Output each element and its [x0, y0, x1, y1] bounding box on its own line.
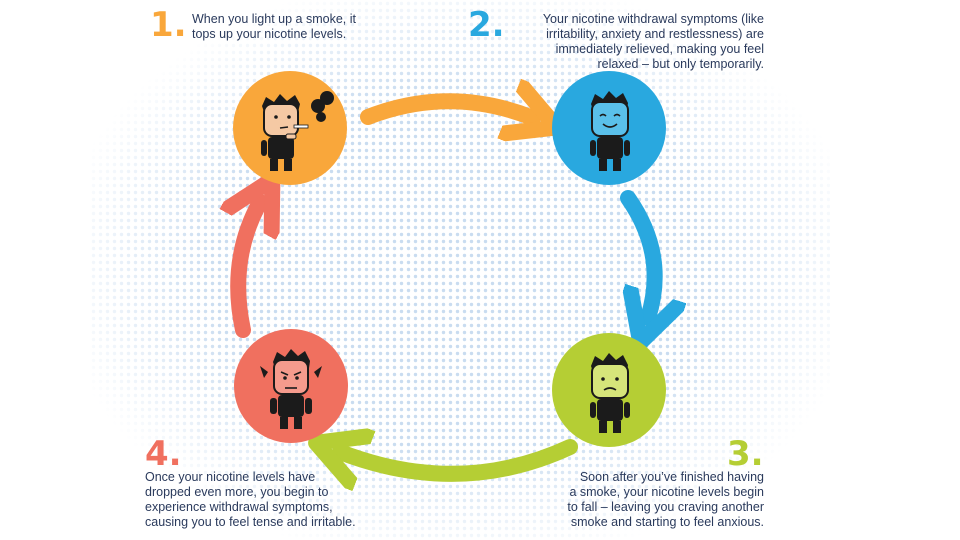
step1-circle	[233, 71, 347, 185]
step3-text: Soon after you’ve finished having a smok…	[567, 470, 764, 530]
step3-line: smoke and starting to feel anxious.	[570, 515, 764, 529]
smoking-man-icon	[261, 91, 334, 171]
arrow-step3-to-step4	[340, 447, 578, 474]
irritable-man-icon	[260, 349, 322, 429]
step3-line: to fall – leaving you craving another	[567, 500, 764, 514]
step4-text: Once your nicotine levels have dropped e…	[145, 470, 356, 530]
step2-line: irritability, anxiety and restlessness) …	[546, 27, 764, 41]
step3-number: 3.	[727, 434, 764, 474]
step1-text: When you light up a smoke, it tops up yo…	[192, 12, 356, 42]
step4-line: Once your nicotine levels have	[145, 470, 316, 484]
step2-line: Your nicotine withdrawal symptoms (like	[542, 12, 764, 26]
step4-line: experience withdrawal symptoms,	[145, 500, 333, 514]
step2-number: 2.	[468, 5, 505, 45]
step4-circle	[234, 329, 348, 443]
step1-line: When you light up a smoke, it	[192, 12, 356, 26]
step3-line: a smoke, your nicotine levels begin	[569, 485, 764, 499]
step1-number: 1.	[150, 5, 187, 45]
arrow-step4-to-step1	[238, 202, 260, 338]
halftone-background	[90, 0, 830, 540]
step2-text: Your nicotine withdrawal symptoms (like …	[543, 12, 764, 72]
step2-circle	[552, 71, 666, 185]
step4-number: 4.	[145, 434, 182, 474]
arrow-step1-to-step2	[360, 101, 533, 118]
step4-line: dropped even more, you begin to	[145, 485, 329, 499]
arrow-step2-to-step3	[620, 190, 655, 318]
step3-circle	[552, 333, 666, 447]
relieved-man-icon	[590, 91, 630, 171]
step4-line: causing you to feel tense and irritable.	[145, 515, 356, 529]
step2-line: relaxed – but only temporarily.	[597, 57, 764, 71]
step3-line: Soon after you’ve finished having	[579, 470, 764, 484]
step1-line: tops up your nicotine levels.	[192, 27, 347, 41]
anxious-man-icon	[590, 353, 630, 433]
step2-line: immediately relieved, making you feel	[555, 42, 764, 56]
